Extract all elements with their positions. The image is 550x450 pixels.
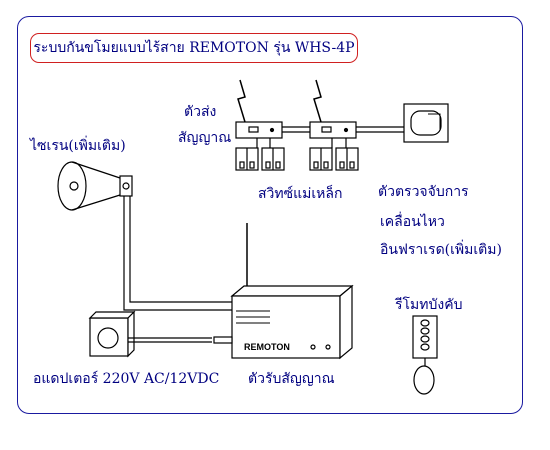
receiver-icon: REMOTON: [230, 223, 354, 360]
transmitter-right: [309, 79, 359, 171]
transmitter-label-2: สัญญาณ: [178, 130, 232, 146]
transmitter-cable: [282, 126, 404, 133]
siren-label: ไซเรน(เพิ่มเติม): [30, 138, 126, 154]
remote-label: รีโมทบังคับ: [395, 297, 463, 313]
transmitter-left: [235, 79, 285, 171]
siren-cable: [123, 196, 232, 311]
diagram-frame: [17, 16, 523, 414]
diagram-title: ระบบกันขโมยแบบไร้สาย REMOTON รุ่น WHS-4P: [30, 33, 358, 63]
motion-sensor-label-2: เคลื่อนไหว: [380, 214, 445, 230]
siren-icon: [57, 161, 133, 211]
receiver-brand: REMOTON: [244, 342, 290, 352]
motion-sensor-label-3: อินฟราเรด(เพิ่มเติม): [380, 242, 502, 258]
motion-sensor-icon: [403, 103, 449, 143]
title-text: ระบบกันขโมยแบบไร้สาย REMOTON รุ่น WHS-4P: [33, 40, 355, 56]
magnetic-switch-label: สวิทซ์แม่เหล็ก: [258, 186, 343, 202]
motion-sensor-label-1: ตัวตรวจจับการ: [378, 184, 469, 200]
remote-icon: [412, 315, 438, 395]
transmitter-label-1: ตัวส่ง: [184, 104, 217, 120]
adapter-label: อแดปเตอร์ 220V AC/12VDC: [33, 371, 220, 387]
adapter-icon: [88, 310, 233, 358]
receiver-label: ตัวรับสัญญาณ: [248, 371, 335, 387]
